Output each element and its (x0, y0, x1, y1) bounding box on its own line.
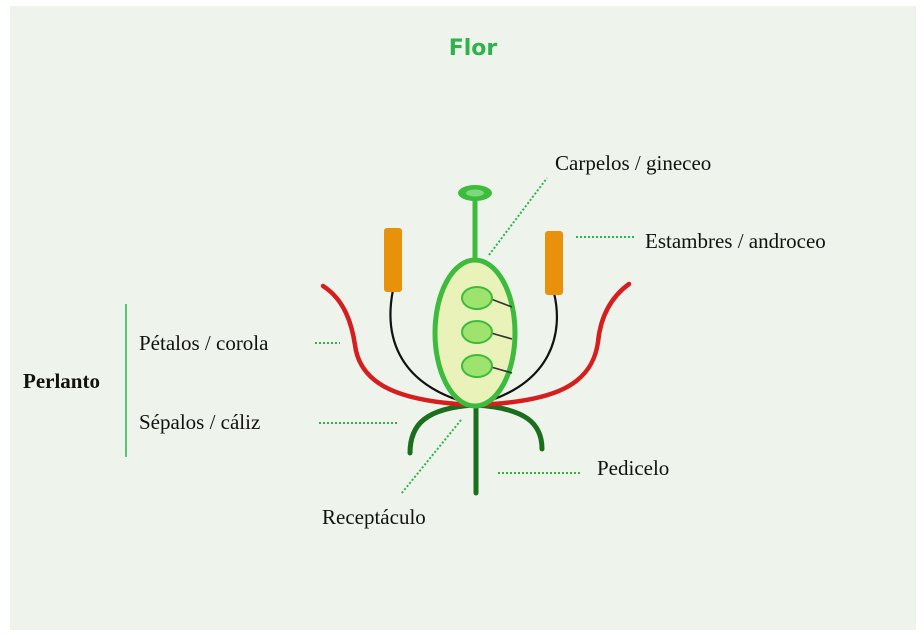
sepal-left (410, 405, 475, 453)
label-receptaculo: Receptáculo (322, 505, 426, 529)
pistil-stigma-highlight (466, 190, 484, 197)
ovule-3 (462, 355, 492, 377)
ovule-1 (462, 287, 492, 309)
sepal-right (475, 405, 542, 449)
label-carpelos: Carpelos / gineceo (555, 151, 711, 175)
label-estambres: Estambres / androceo (645, 229, 826, 253)
leader-carpelos (489, 178, 547, 255)
leader-receptaculo (401, 420, 461, 494)
label-petalos: Pétalos / corola (139, 331, 269, 355)
label-pedicelo: Pedicelo (597, 456, 669, 480)
label-perlanto: Perlanto (23, 369, 100, 393)
anther-left (384, 228, 402, 292)
diagram-title: Flor (449, 36, 498, 61)
anther-right (545, 231, 563, 295)
label-sepalos: Sépalos / cáliz (139, 410, 260, 434)
ovule-2 (462, 321, 492, 343)
